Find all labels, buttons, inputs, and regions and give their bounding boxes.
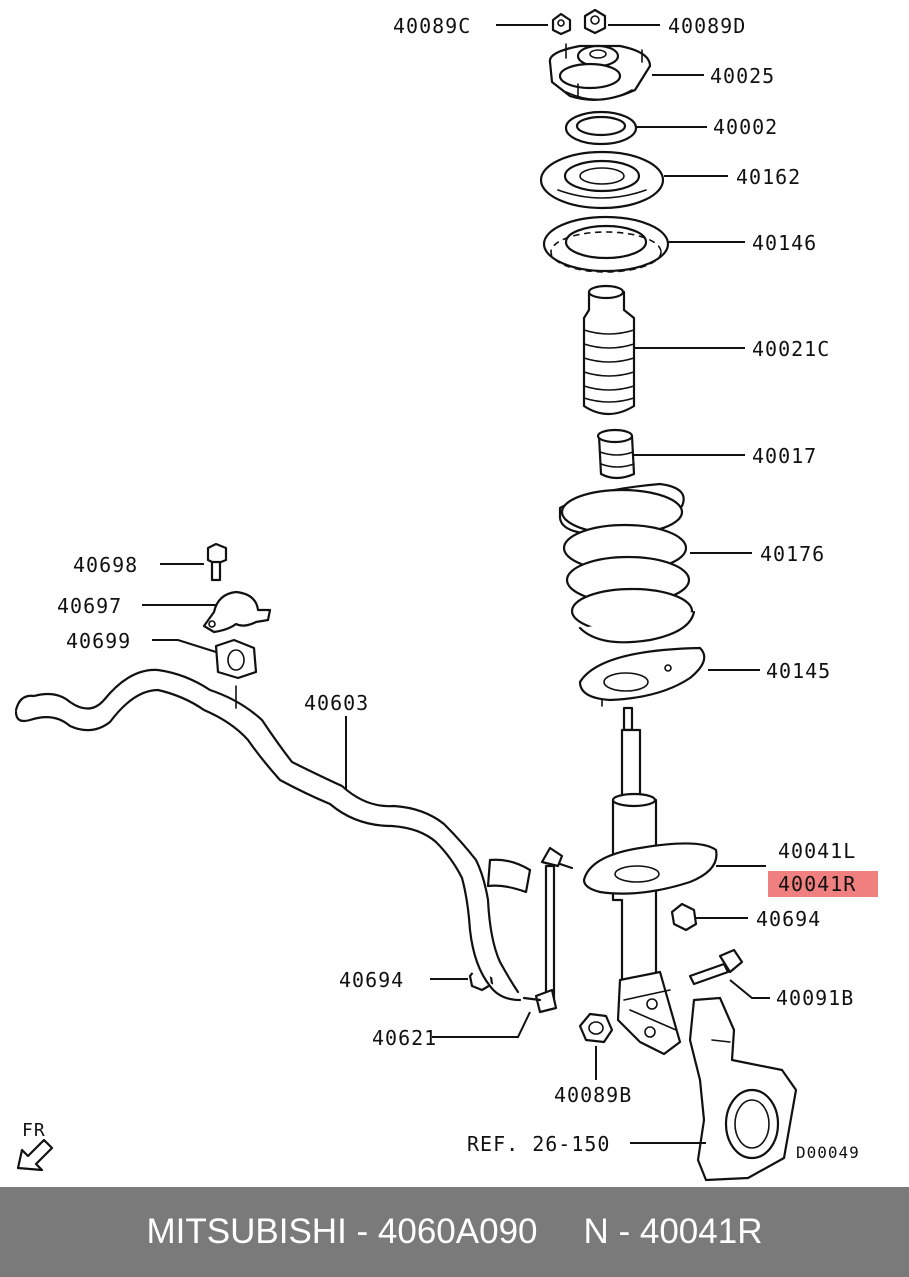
label-40697: 40697 [57,594,122,618]
nut-40089c-icon [551,12,572,36]
leader-lines [142,24,770,1144]
highlight-40041r [768,871,878,897]
dust-boot-40021c-icon [582,284,636,416]
label-40176: 40176 [760,542,825,566]
label-40162: 40162 [736,165,801,189]
label-40021c: 40021C [752,337,830,361]
label-40089b: 40089B [554,1083,632,1107]
label-ref-26-150: REF. 26-150 [467,1132,610,1156]
label-40699: 40699 [66,629,131,653]
nut-40089d-icon [583,8,607,35]
label-40041r: 40041R [778,872,856,896]
strut-mount-40025-icon [548,43,652,101]
label-40146: 40146 [752,231,817,255]
label-40603: 40603 [304,691,369,715]
label-40694-left: 40694 [339,968,404,992]
bolt-40698-icon [206,542,228,582]
front-direction-arrow-icon [16,1138,54,1172]
label-40698: 40698 [73,553,138,577]
spring-pad-40146-icon [542,215,670,273]
label-40002: 40002 [713,115,778,139]
part-number-footer: MITSUBISHI - 4060A090 N - 40041R [0,1187,909,1277]
coil-spring-40176-icon [558,482,696,644]
suspension-drawing: 40089C 40089D 40025 40002 40162 40146 40… [14,8,878,1182]
label-40621: 40621 [372,1026,437,1050]
label-40025: 40025 [710,64,775,88]
footer-ref-part: N - 40041R [583,1212,763,1251]
stabilizer-link-40621-icon [522,846,574,1014]
steering-knuckle-icon [688,996,798,1182]
footer-brand-part: MITSUBISHI - 4060A090 [146,1212,538,1251]
bearing-40002-icon [564,110,638,146]
nut-40694-right-icon [670,902,698,932]
label-40145: 40145 [766,659,831,683]
label-40089d: 40089D [668,14,746,38]
spring-seat-40162-icon [539,150,665,210]
label-40089c: 40089C [393,14,471,38]
label-40041l: 40041L [778,839,856,863]
bump-stop-40017-icon [596,428,636,480]
nut-40089b-icon [578,1012,614,1044]
shock-absorber-40041-icon [582,706,718,1056]
label-fr: FR [22,1120,46,1141]
bolt-40091b-icon [688,948,744,986]
bushing-40699-icon [214,638,258,680]
bracket-40697-icon [202,590,272,634]
parts-diagram: 40089C 40089D 40025 40002 40162 40146 40… [14,8,878,1182]
label-40694-right: 40694 [756,907,821,931]
diagram-code: D00049 [796,1143,860,1162]
label-40091b: 40091B [776,986,854,1010]
lower-pad-40145-icon [578,646,706,707]
stabilizer-bar-40603-icon [14,668,532,1002]
label-40017: 40017 [752,444,817,468]
